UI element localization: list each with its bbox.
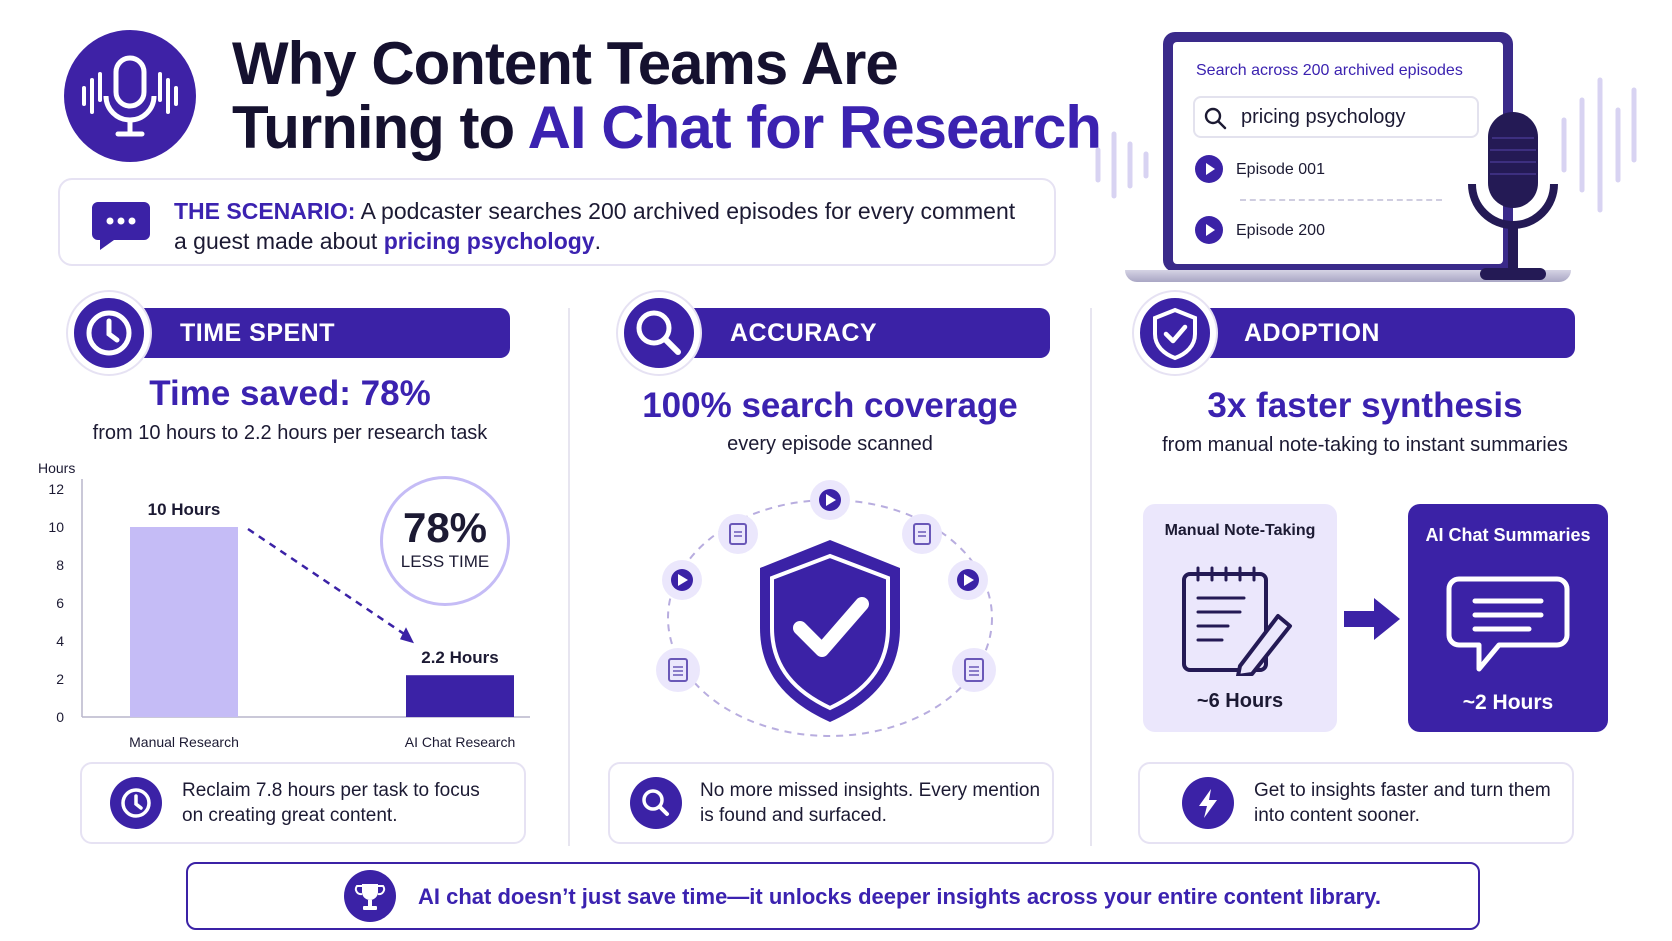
bar-data-label: 10 Hours (148, 500, 221, 519)
laptop-display (1173, 42, 1503, 264)
manual-notes-value: ~6 Hours (1196, 690, 1284, 712)
shield-check-icon (760, 540, 900, 722)
search-input[interactable] (1193, 96, 1479, 138)
notepad-pencil-icon (1180, 566, 1300, 681)
episode-item[interactable]: Episode 001 (1236, 161, 1325, 178)
bar-data-label: 2.2 Hours (421, 648, 498, 667)
y-tick-label: 6 (56, 595, 64, 611)
scenario-body: A podcaster searches 200 archived episod… (174, 198, 1016, 254)
manual-notes-card (1143, 504, 1337, 732)
chat-bubble-icon (90, 200, 152, 255)
scenario-end: . (594, 228, 601, 254)
banner-text: AI chat doesn’t just save time—it unlock… (418, 884, 1381, 909)
title-prefix: Turning to (232, 94, 528, 161)
time-callout-text: Reclaim 7.8 hours per task to focus on c… (182, 780, 480, 826)
time-header-bar (140, 308, 510, 358)
y-tick-label: 12 (48, 481, 64, 497)
search-icon (1203, 106, 1227, 135)
adoption-sub: from manual note-taking to instant summa… (1162, 434, 1568, 456)
ai-summaries-card (1408, 504, 1608, 732)
microphone-icon (82, 55, 178, 137)
adoption-section-label: ADOPTION (1244, 319, 1380, 347)
manual-notes-title: Manual Note-Taking (1164, 522, 1316, 539)
accuracy-header-bar (690, 308, 1050, 358)
sound-wave-left (1092, 120, 1162, 215)
adoption-callout-text: Get to insights faster and turn them int… (1254, 780, 1551, 826)
trophy-icon (344, 870, 396, 922)
time-sub: from 10 hours to 2.2 hours per research … (92, 422, 488, 444)
x-tick-label: Manual Research (129, 734, 239, 750)
scenario-text: THE SCENARIO: A podcaster searches 200 a… (174, 196, 1034, 256)
scenario-label: THE SCENARIO: (174, 198, 356, 224)
search-label: Search across 200 archived episodes (1196, 62, 1463, 79)
y-tick-label: 8 (56, 557, 64, 573)
less-time-badge (380, 476, 510, 606)
coverage-illustration (656, 480, 996, 737)
y-tick-label: 2 (56, 671, 64, 687)
y-axis-label: Hours (38, 460, 75, 476)
accuracy-sub: every episode scanned (727, 433, 933, 455)
y-tick-label: 0 (56, 709, 64, 725)
shield-icon (1153, 307, 1197, 361)
title-accent: AI Chat for Research (527, 94, 1102, 161)
accuracy-header-circle (618, 292, 700, 374)
x-tick-label: AI Chat Research (405, 734, 516, 750)
column-divider (568, 308, 570, 846)
adoption-header-bar (1205, 308, 1575, 358)
sound-wave-right (1556, 70, 1640, 225)
scenario-highlight: pricing psychology (383, 228, 595, 254)
podcast-logo (64, 30, 196, 162)
adoption-stat: 3x faster synthesis (1207, 386, 1523, 425)
adoption-header-circle (1134, 292, 1216, 374)
accuracy-section-label: ACCURACY (730, 319, 878, 347)
time-header-circle (68, 292, 150, 374)
clock-icon (110, 777, 162, 829)
y-tick-label: 4 (56, 633, 64, 649)
time-section-label: TIME SPENT (180, 319, 336, 347)
search-query: pricing psychology (1241, 106, 1406, 128)
accuracy-callout-text: No more missed insights. Every mention i… (700, 780, 1041, 826)
laptop-base (1125, 270, 1571, 282)
page-title: Why Content Teams Are Turning to AI Chat… (232, 30, 1102, 161)
episode-item[interactable]: Episode 200 (1236, 222, 1325, 239)
magnifier-icon (636, 310, 681, 355)
divider (1240, 199, 1442, 201)
accuracy-stat: 100% search coverage (642, 386, 1018, 425)
chat-message-icon (1445, 575, 1571, 680)
play-button[interactable] (1195, 155, 1223, 188)
y-tick-label: 10 (48, 519, 64, 535)
lightning-icon (1182, 777, 1234, 829)
title-line-1: Why Content Teams Are (232, 30, 899, 97)
search-icon (630, 777, 682, 829)
conclusion-banner (186, 862, 1480, 930)
clock-icon (86, 310, 132, 356)
scenario-card (58, 178, 1056, 266)
trend-arrow-line (247, 527, 407, 637)
accuracy-callout (608, 762, 1054, 844)
badge-label: LESS TIME (400, 552, 490, 571)
play-button[interactable] (1195, 216, 1223, 249)
bar (406, 675, 514, 717)
arrow-right-icon (1342, 596, 1402, 647)
time-stat: Time saved: 78% (149, 374, 431, 413)
studio-microphone-icon (1458, 108, 1568, 293)
ai-summaries-title: AI Chat Summaries (1425, 525, 1591, 545)
title-line-2: Turning to AI Chat for Research (232, 94, 1102, 161)
column-divider (1090, 308, 1092, 846)
ai-summaries-value: ~2 Hours (1462, 691, 1554, 714)
trend-arrow-head (400, 627, 414, 644)
bar (130, 527, 238, 717)
badge-value: 78% (402, 504, 488, 551)
